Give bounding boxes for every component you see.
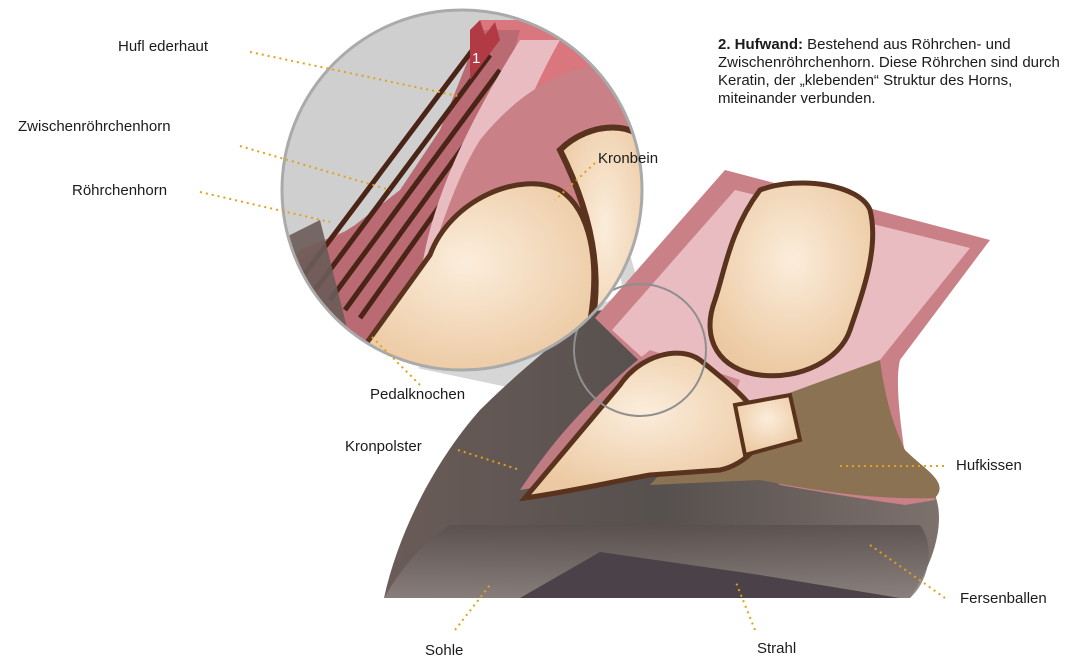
label-strahl: Strahl	[757, 640, 796, 658]
marker-2: 2	[294, 282, 302, 299]
label-pedalknochen: Pedalknochen	[370, 386, 465, 404]
hufwand-heading: 2. Hufwand:	[718, 36, 803, 53]
label-hufl ederhaut: Hufl ederhaut	[118, 38, 208, 56]
label-roehrchenhorn: Röhrchenhorn	[72, 182, 167, 200]
label-hufkissen: Hufkissen	[956, 457, 1022, 475]
label-kronpolster: Kronpolster	[345, 438, 422, 456]
label-sohle: Sohle	[425, 642, 463, 660]
hufwand-description: 2. Hufwand: Bestehend aus Röhrchen- und …	[718, 36, 1078, 108]
marker-1: 1	[472, 50, 480, 67]
label-kronbein: Kronbein	[598, 150, 658, 168]
label-zwischenroehrchenhorn: Zwischenröhrchenhorn	[18, 118, 171, 136]
label-fersenballen: Fersenballen	[960, 590, 1047, 608]
